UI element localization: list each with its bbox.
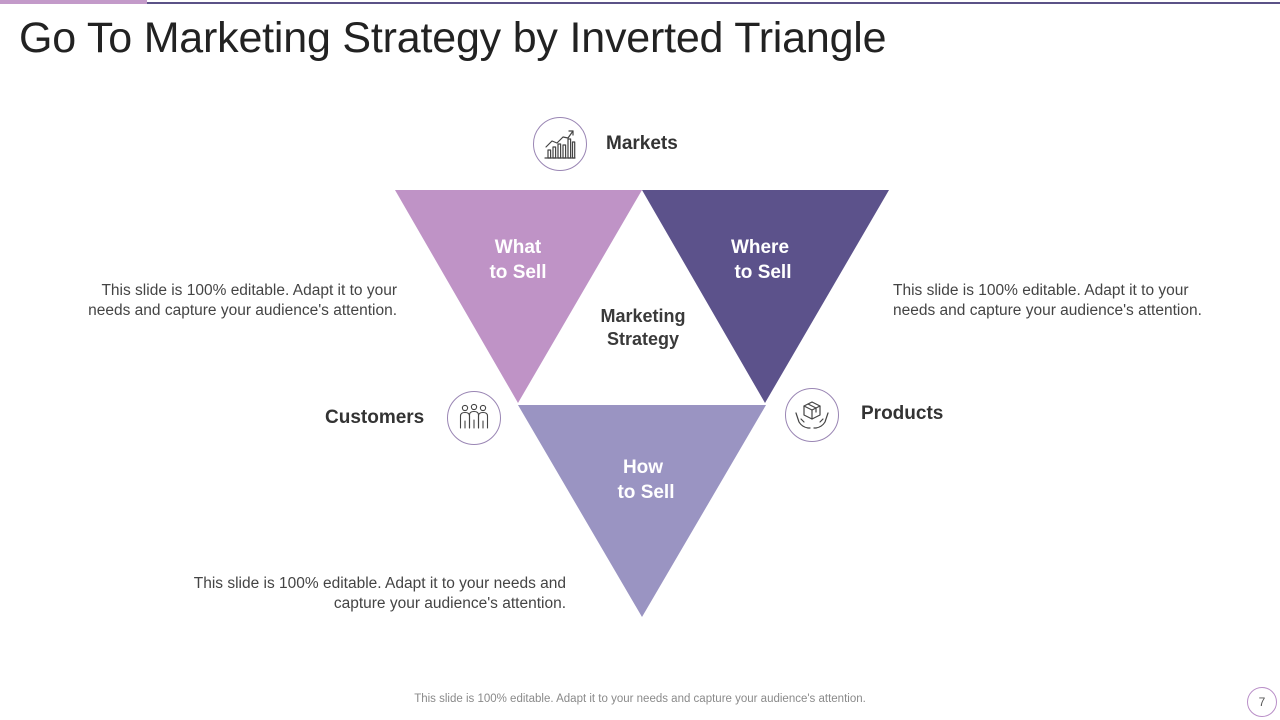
how-to-sell-line1: How xyxy=(623,457,663,478)
products-icon-circle xyxy=(785,388,839,442)
left-description-line1: This slide is 100% editable. Adapt it to… xyxy=(101,282,397,299)
bottom-description: This slide is 100% editable. Adapt it to… xyxy=(194,574,566,613)
hands-box-icon xyxy=(795,401,829,429)
right-description-line2: needs and capture your audience's attent… xyxy=(893,301,1202,319)
right-description: This slide is 100% editable. Adapt it to… xyxy=(893,281,1202,320)
right-description-line1: This slide is 100% editable. Adapt it to… xyxy=(893,282,1189,299)
left-description-line2: needs and capture your audience's attent… xyxy=(88,301,397,319)
slide-footer: This slide is 100% editable. Adapt it to… xyxy=(414,693,866,705)
what-to-sell-line1: What xyxy=(495,237,542,258)
center-label-line1: Marketing xyxy=(600,306,685,326)
center-label-line2: Strategy xyxy=(607,329,679,349)
slide-title: Go To Marketing Strategy by Inverted Tri… xyxy=(19,14,887,62)
triangle-how-to-sell xyxy=(518,405,766,617)
left-description: This slide is 100% editable. Adapt it to… xyxy=(88,281,397,320)
products-label: Products xyxy=(861,403,944,424)
page-number: 7 xyxy=(1247,687,1277,717)
top-accent-segment xyxy=(0,0,147,4)
bottom-description-line2: capture your audience's attention. xyxy=(333,594,566,612)
how-to-sell-line2: to Sell xyxy=(617,482,674,503)
customers-label: Customers xyxy=(325,407,425,428)
chart-growth-icon xyxy=(544,130,576,159)
bottom-description-line1: This slide is 100% editable. Adapt it to… xyxy=(193,575,566,592)
markets-label: Markets xyxy=(606,133,678,154)
people-group-icon xyxy=(459,403,489,429)
top-rule-line xyxy=(147,2,1280,4)
triangle-where-to-sell xyxy=(642,190,889,403)
where-to-sell-line2: to Sell xyxy=(734,262,791,283)
where-to-sell-line1: Where xyxy=(731,237,789,258)
markets-icon-circle xyxy=(533,117,587,171)
what-to-sell-line2: to Sell xyxy=(489,262,546,283)
top-accent-bar xyxy=(0,0,1280,4)
triangle-what-to-sell xyxy=(395,190,642,403)
customers-icon-circle xyxy=(447,391,501,445)
